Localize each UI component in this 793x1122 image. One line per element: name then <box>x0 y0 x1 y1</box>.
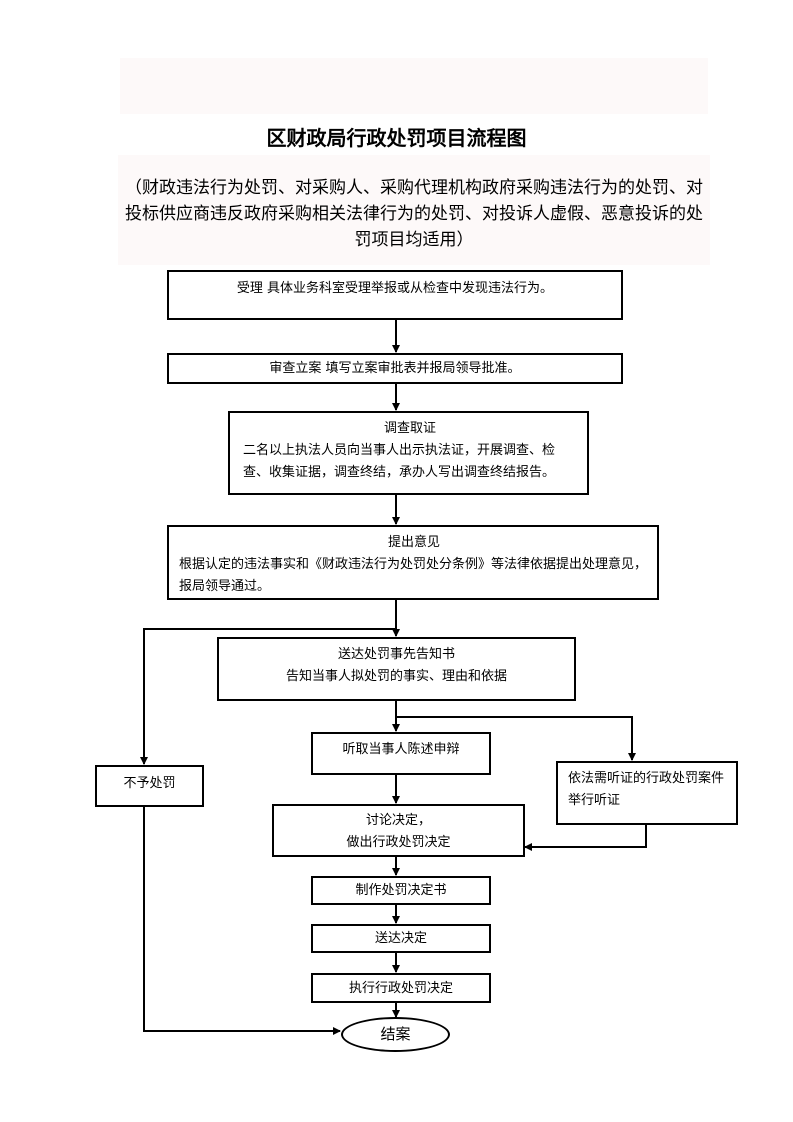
step-deliver: 送达决定 <box>311 924 491 953</box>
step-hear-statement: 听取当事人陈述申辩 <box>311 732 491 775</box>
step-opinion-body: 根据认定的违法事实和《财政违法行为处罚处分条例》等法律依据提出处理意见，报局领导… <box>179 557 648 594</box>
step-register-text: 审查立案 填写立案审批表并报局领导批准。 <box>269 361 521 376</box>
step-no-penalty-text: 不予处罚 <box>123 776 176 791</box>
subtitle-band <box>118 155 710 265</box>
arrow-to-hearing <box>396 716 636 761</box>
step-notice: 送达处罚事先告知书 告知当事人拟处罚的事实、理由和依据 <box>217 637 576 701</box>
step-make-decision-text: 制作处罚决定书 <box>355 883 447 898</box>
step-investigate: 调查取证 二名以上执法人员向当事人出示执法证，开展调查、检查、收集证据，调查终结… <box>228 411 589 495</box>
arrow-hearing-decide <box>524 824 647 851</box>
page-title: 区财政局行政处罚项目流程图 <box>266 126 527 150</box>
header-band <box>120 58 708 114</box>
step-hearing-text: 依法需听证的行政处罚案件举行听证 <box>568 771 725 808</box>
step-notice-title: 送达处罚事先告知书 <box>337 647 455 662</box>
step-execute: 执行行政处罚决定 <box>311 973 491 1003</box>
step-hearing: 依法需听证的行政处罚案件举行听证 <box>556 761 738 825</box>
step-notice-body: 告知当事人拟处罚的事实、理由和依据 <box>285 669 507 684</box>
step-opinion: 提出意见 根据认定的违法事实和《财政违法行为处罚处分条例》等法律依据提出处理意见… <box>167 525 659 600</box>
step-accept: 受理 具体业务科室受理举报或从检查中发现违法行为。 <box>167 270 623 320</box>
arrow-no-penalty-close <box>143 779 341 1035</box>
step-opinion-title: 提出意见 <box>387 535 440 550</box>
step-decide: 讨论决定， 做出行政处罚决定 <box>272 804 525 857</box>
step-decide-line2: 做出行政处罚决定 <box>346 835 451 850</box>
step-no-penalty: 不予处罚 <box>95 765 204 807</box>
arrow-to-no-penalty <box>140 628 396 765</box>
step-investigate-body: 二名以上执法人员向当事人出示执法证，开展调查、检查、收集证据，调查终结，承办人写… <box>243 443 556 480</box>
step-make-decision: 制作处罚决定书 <box>311 876 491 905</box>
step-deliver-text: 送达决定 <box>374 931 427 946</box>
step-hear-statement-text: 听取当事人陈述申辩 <box>342 742 460 757</box>
step-close: 结案 <box>341 1017 450 1052</box>
step-register: 审查立案 填写立案审批表并报局领导批准。 <box>167 353 623 384</box>
step-decide-line1: 讨论决定， <box>365 813 431 828</box>
step-execute-text: 执行行政处罚决定 <box>348 981 453 996</box>
step-close-text: 结案 <box>380 1025 411 1043</box>
subtitle: （财政违法行为处罚、对采购人、采购代理机构政府采购违法行为的处罚、对投标供应商违… <box>125 178 703 250</box>
step-investigate-title: 调查取证 <box>383 421 436 436</box>
step-accept-text: 受理 具体业务科室受理举报或从检查中发现违法行为。 <box>236 281 554 296</box>
